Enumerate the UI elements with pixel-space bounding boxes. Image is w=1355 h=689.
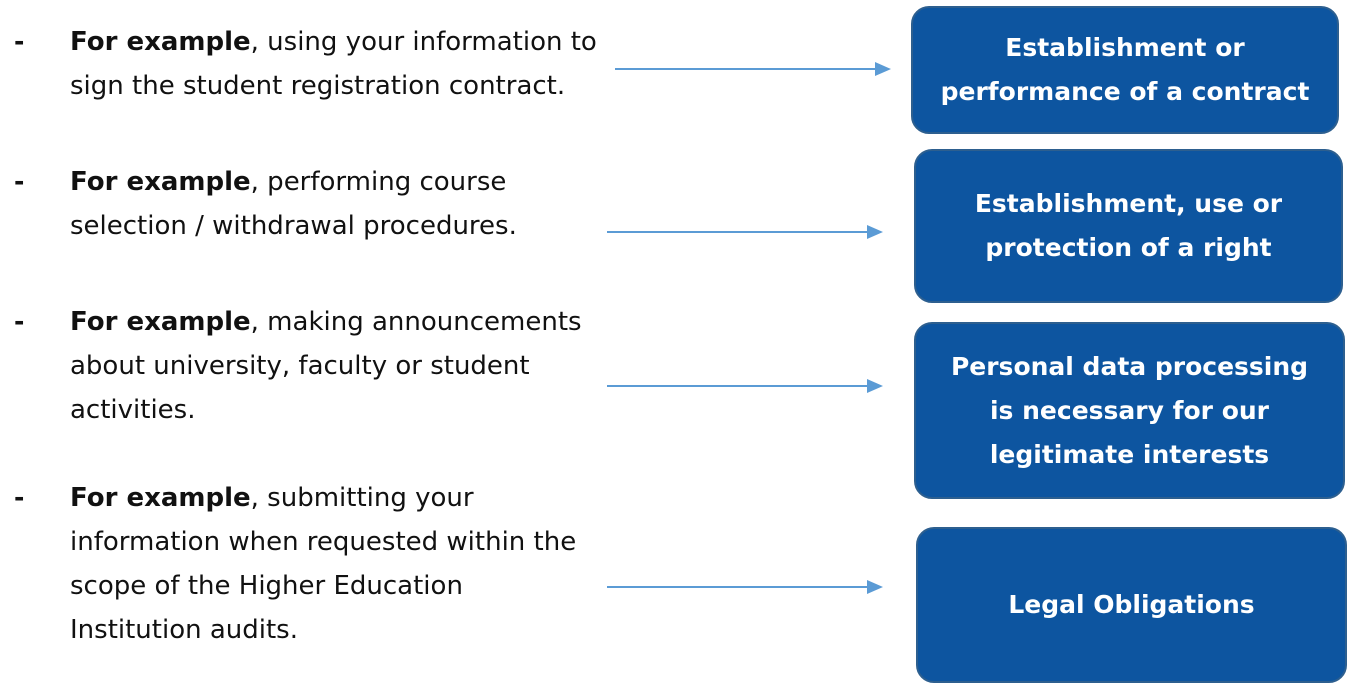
bullet-dash: - [14, 483, 25, 512]
bullet-dash: - [14, 27, 25, 56]
legal-basis-box-interests: Personal data processing is necessary fo… [914, 322, 1345, 499]
text-line-part: , performing course [250, 167, 507, 197]
legal-basis-box-right: Establishment, use or protection of a ri… [914, 149, 1343, 303]
arrow-connector [615, 62, 891, 76]
text-line: sign the student registration contract. [70, 71, 566, 101]
example-text-contract: For example, using your information to s… [70, 20, 597, 108]
example-text-obligations: For example, submitting your information… [70, 476, 576, 652]
example-lead: For example [70, 27, 251, 57]
text-line-part: , using your information to [250, 27, 597, 57]
legal-basis-box-obligations: Legal Obligations [916, 527, 1347, 683]
text-line-part: , submitting your [250, 483, 474, 513]
box-line: is necessary for our [989, 395, 1270, 425]
example-text-right: For example, performing course selection… [70, 160, 517, 248]
example-lead: For example [70, 483, 251, 513]
box-line: legitimate interests [989, 439, 1270, 469]
box-line: performance of a contract [940, 77, 1310, 106]
bullet-dash: - [14, 167, 25, 196]
box-line: protection of a right [985, 233, 1272, 262]
arrow-connector [607, 580, 883, 594]
box-line: Legal Obligations [1008, 590, 1255, 619]
text-line: activities. [70, 395, 196, 425]
box-line: Establishment, use or [974, 189, 1283, 218]
text-line: information when requested within the [70, 527, 577, 557]
text-line: For example, performing course [70, 160, 517, 204]
text-line: For example, using your information to [70, 20, 597, 64]
text-line: scope of the Higher Education [70, 571, 463, 601]
text-line: Institution audits. [70, 615, 298, 645]
text-line: For example, submitting your [70, 476, 576, 520]
bullet-dash: - [14, 307, 25, 336]
legal-basis-box-contract: Establishment or performance of a contra… [911, 6, 1339, 134]
box-line: Establishment or [1005, 33, 1245, 62]
text-line: selection / withdrawal procedures. [70, 211, 517, 241]
text-line: about university, faculty or student [70, 351, 530, 381]
text-line-part: , making announcements [250, 307, 582, 337]
box-line: Personal data processing [950, 351, 1309, 381]
example-lead: For example [70, 307, 251, 337]
example-text-interests: For example, making announcements about … [70, 300, 582, 432]
example-lead: For example [70, 167, 251, 197]
arrow-connector [607, 379, 883, 393]
arrow-connector [607, 225, 883, 239]
text-line: For example, making announcements [70, 300, 582, 344]
